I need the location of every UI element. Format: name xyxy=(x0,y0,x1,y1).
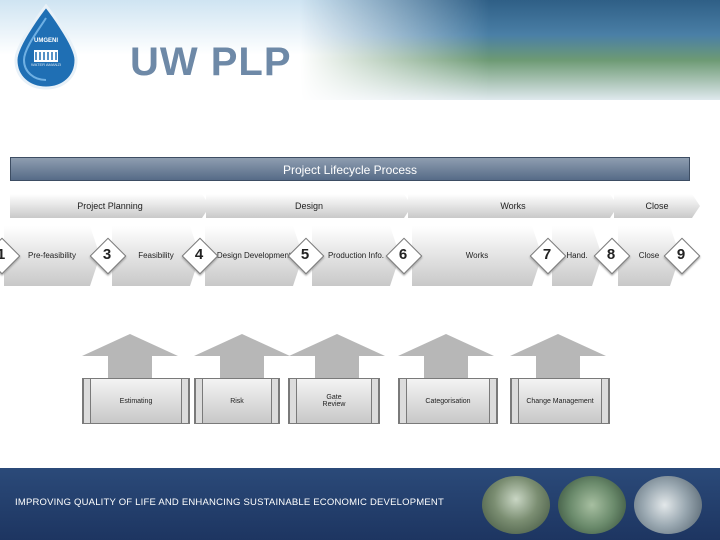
up-arrow-icon xyxy=(82,334,178,378)
up-arrow-icon xyxy=(289,334,385,378)
step-row: Pre-feasibility Feasibility Design Devel… xyxy=(0,226,720,286)
support-risk-label: Risk xyxy=(230,397,244,405)
water-drop-logo-icon xyxy=(14,4,78,90)
step-works: Works xyxy=(412,226,542,286)
step-design-development: Design Development xyxy=(205,226,303,286)
plant-photo xyxy=(558,476,626,534)
gate-3: 3 xyxy=(89,237,127,275)
gate-4: 4 xyxy=(181,237,219,275)
dam-photo xyxy=(482,476,550,534)
support-gate-review: Gate Review xyxy=(288,378,380,424)
process-title-bar: Project Lifecycle Process xyxy=(10,157,690,181)
support-risk: Risk xyxy=(194,378,280,424)
support-estimating-label: Estimating xyxy=(119,397,153,405)
support-categorisation-label: Categorisation xyxy=(425,397,471,405)
header-banner xyxy=(0,0,720,100)
step-production-info: Production Info. xyxy=(312,226,400,286)
up-arrow-icon xyxy=(510,334,606,378)
up-arrow-icon xyxy=(398,334,494,378)
support-gate-review-label: Gate Review xyxy=(322,394,346,408)
logo-name: UMGENI xyxy=(34,38,58,44)
stage-close: Close xyxy=(614,194,700,218)
stage-design: Design xyxy=(206,194,412,218)
gate-8: 8 xyxy=(593,237,631,275)
gate-7: 7 xyxy=(529,237,567,275)
gate-9: 9 xyxy=(663,237,701,275)
support-estimating: Estimating xyxy=(82,378,190,424)
support-change-management: Change Management xyxy=(510,378,610,424)
stage-project-planning: Project Planning xyxy=(10,194,210,218)
support-categorisation: Categorisation xyxy=(398,378,498,424)
gate-6: 6 xyxy=(385,237,423,275)
gate-5: 5 xyxy=(287,237,325,275)
footer-slogan: IMPROVING QUALITY OF LIFE AND ENHANCING … xyxy=(15,497,444,508)
stage-works: Works xyxy=(408,194,618,218)
page-title: UW PLP xyxy=(130,40,292,84)
up-arrow-icon xyxy=(194,334,290,378)
tap-photo xyxy=(634,476,702,534)
logo-tagline: WATER AMANZI xyxy=(31,62,61,67)
gate-1: 1 xyxy=(0,237,21,275)
support-change-management-label: Change Management xyxy=(526,397,594,405)
header-landscape-image xyxy=(300,0,720,100)
